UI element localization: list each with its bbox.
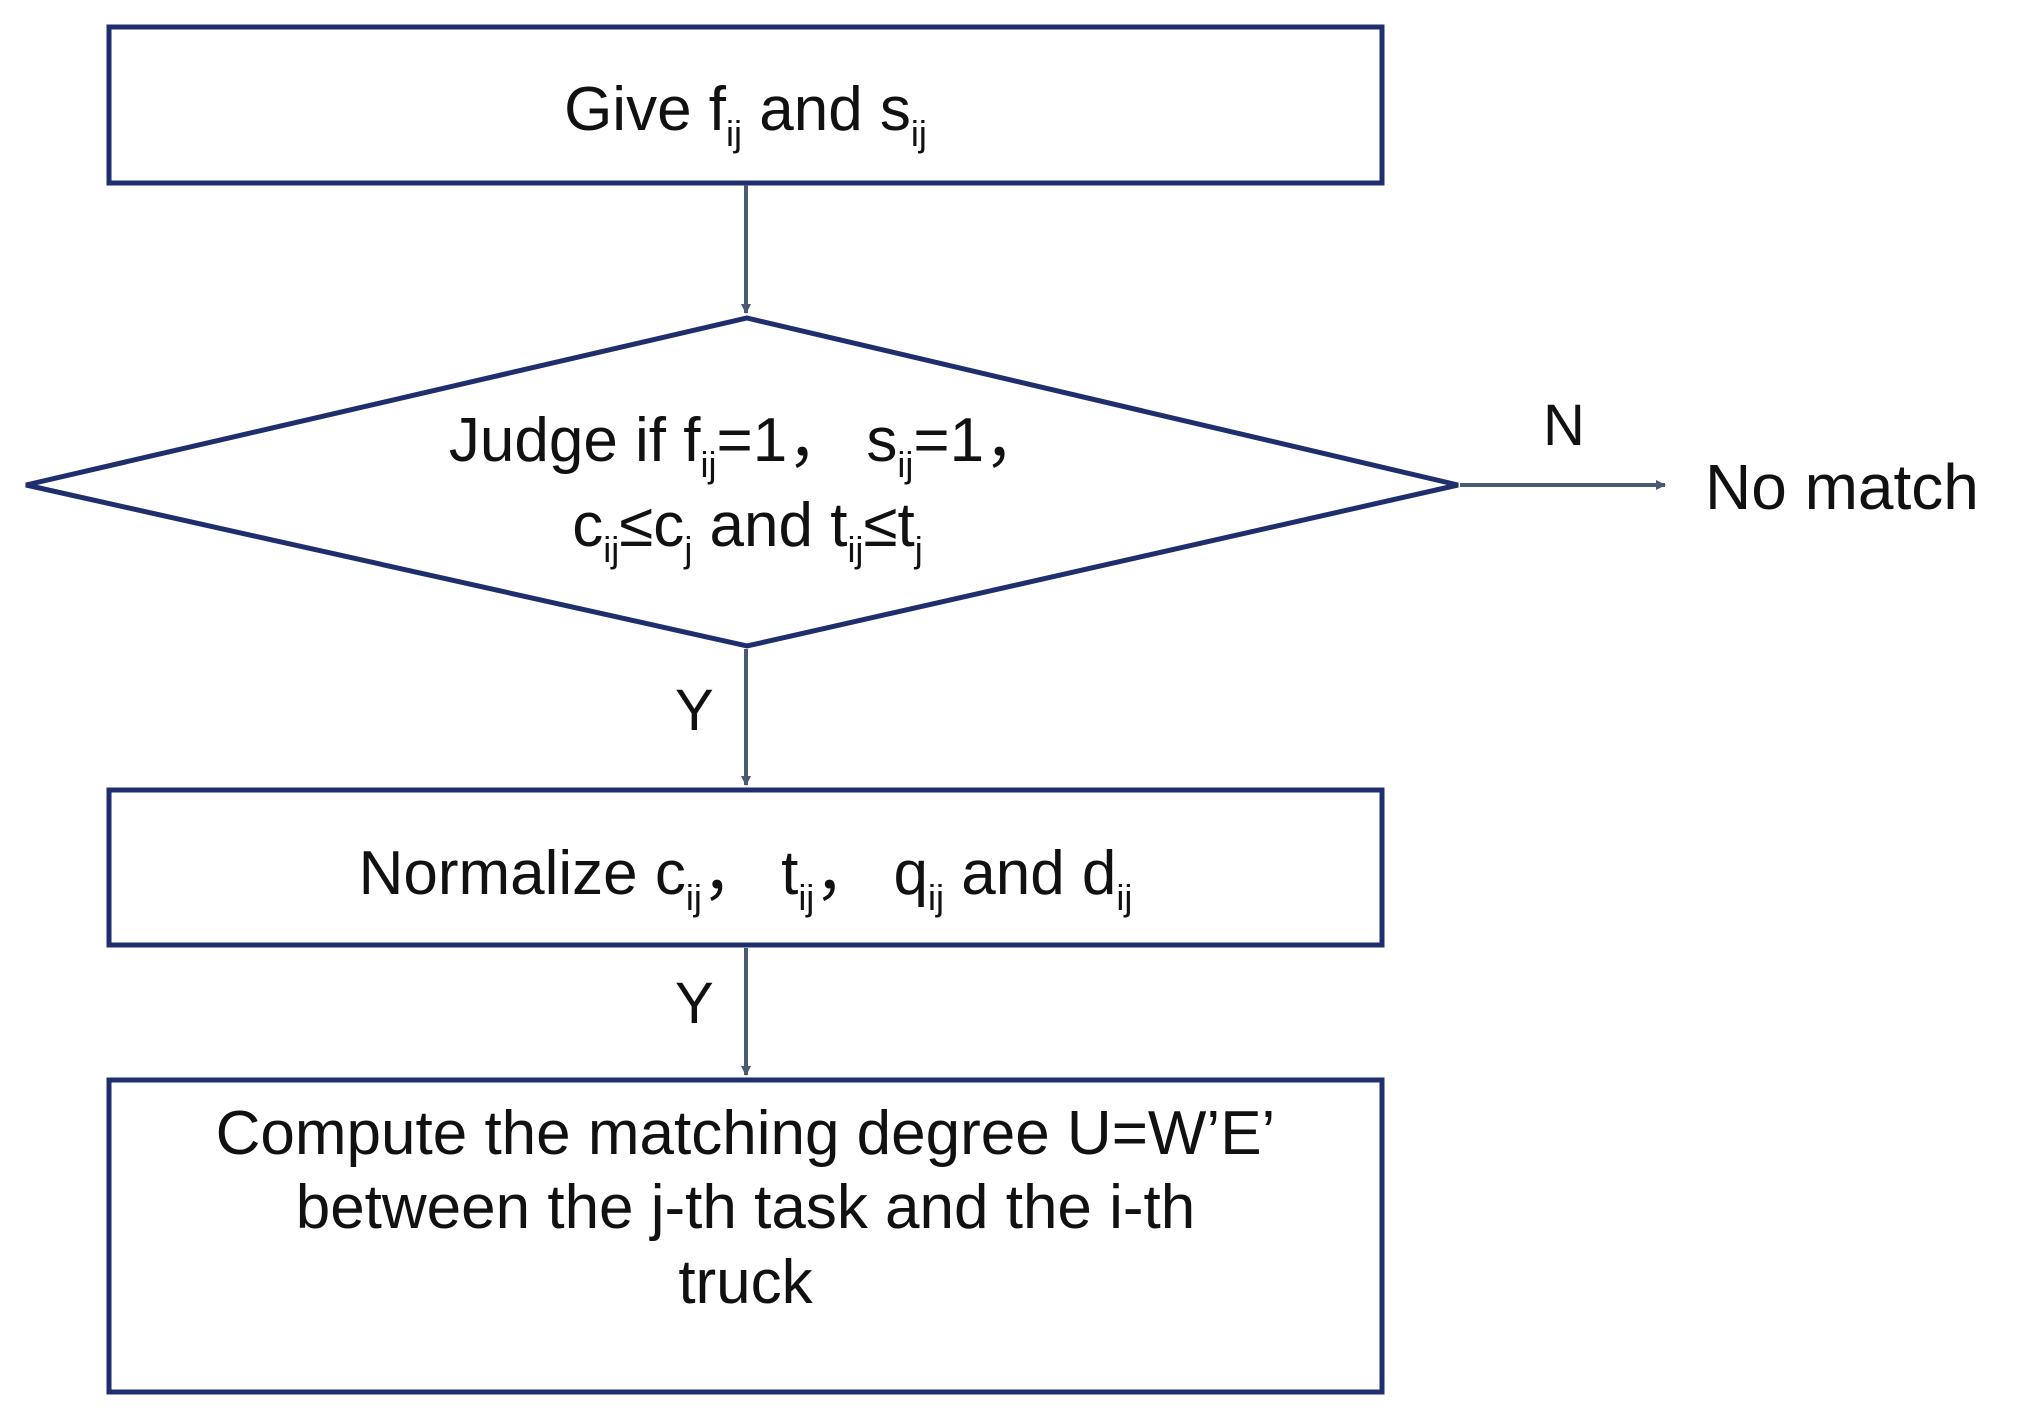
text-line: cij≤cj and tij≤tj — [572, 491, 923, 570]
subscript-text: ij — [798, 877, 815, 918]
text-line: truck — [678, 1247, 813, 1317]
no-match-terminal: No match — [1705, 451, 1979, 523]
subscript-text: ij — [897, 444, 914, 485]
subscript-text: ij — [847, 529, 864, 570]
normalize-box — [106, 787, 1385, 948]
compute-box — [106, 1077, 1385, 1395]
subscript-text: j — [684, 529, 693, 570]
subscript-text: ij — [1116, 877, 1133, 918]
subscript-text: j — [914, 529, 923, 570]
subscript-text: ij — [928, 877, 945, 918]
normalize-box-text: Normalize cij， tij， qij and dij — [358, 839, 1133, 918]
subscript-text: ij — [685, 877, 702, 918]
edge-label-yes-1: Y — [675, 678, 714, 743]
text-line: Judge if fij=1， sij=1， — [448, 406, 1047, 485]
subscript-text: ij — [603, 529, 620, 570]
subscript-text: ij — [726, 113, 743, 154]
start-box — [106, 24, 1385, 186]
compute-box-text: Compute the matching degree U=W’E’betwee… — [109, 1097, 1382, 1320]
subscript-text: ij — [700, 444, 717, 485]
text-line: Compute the matching degree U=W’E’ — [215, 1099, 1276, 1168]
decision-diamond — [25, 315, 1459, 649]
edge-label-yes-2: Y — [675, 971, 714, 1036]
edge-label-no: N — [1543, 393, 1585, 458]
subscript-text: ij — [910, 113, 927, 154]
text-line: between the j-th task and the i-th — [295, 1173, 1196, 1243]
start-box-text: Give fij and sij — [564, 75, 927, 154]
decision-text: Judge if fij=1， sij=1，cij≤cj and tij≤tj — [260, 402, 1235, 572]
